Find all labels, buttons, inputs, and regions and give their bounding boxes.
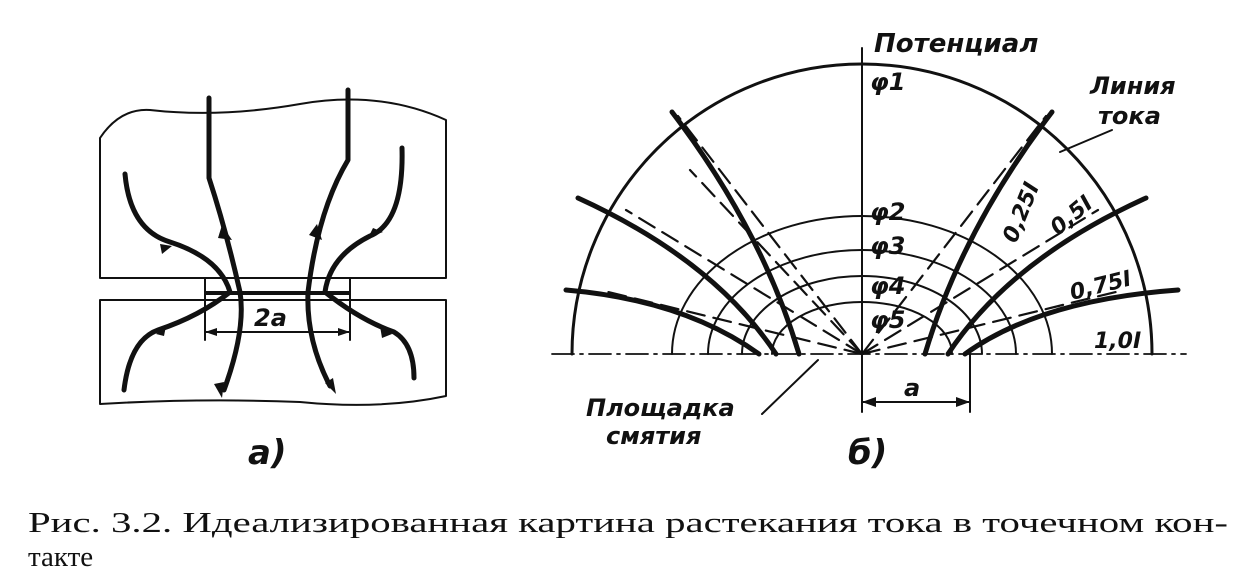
upper-protrusion bbox=[204, 277, 351, 293]
radial-dash-l2 bbox=[624, 208, 864, 356]
caption-line-2: такте bbox=[28, 541, 93, 573]
phi5-label: φ5 bbox=[870, 306, 905, 334]
phi4-label: φ4 bbox=[870, 272, 905, 300]
caption-line-1: Рис. 3.2. Идеализированная картина расте… bbox=[28, 507, 1228, 539]
current-line-025 bbox=[922, 109, 1055, 357]
current-line-050-left bbox=[575, 195, 779, 357]
radius-dim-arrow-left bbox=[862, 397, 876, 407]
arrow-a1 bbox=[218, 225, 232, 240]
current-line-050 bbox=[945, 195, 1149, 357]
arrow-a2 bbox=[309, 224, 322, 240]
upper-contact-body bbox=[99, 98, 447, 279]
arrow-a5 bbox=[160, 244, 172, 254]
figure-b-field-diagram: a Потенциал φ1 φ2 φ3 φ4 φ5 Линия тока 0,… bbox=[551, 29, 1187, 473]
lower-contact-body bbox=[99, 299, 447, 406]
radial-dash-r2 bbox=[860, 208, 1100, 356]
arrow-a8 bbox=[380, 326, 392, 338]
current-line-label-2: тока bbox=[1098, 102, 1161, 130]
phi3-label: φ3 bbox=[870, 232, 905, 260]
current-line-leader bbox=[1059, 129, 1113, 153]
equipotential-phi3 bbox=[707, 249, 1017, 355]
current-line-a2 bbox=[305, 87, 351, 389]
fraction-100-label: 1,0I bbox=[1094, 329, 1141, 354]
phi1-label: φ1 bbox=[870, 68, 905, 96]
radial-dash-r1 bbox=[860, 114, 1048, 356]
current-line-a3 bbox=[121, 171, 233, 393]
radial-dash-l1 bbox=[676, 114, 864, 356]
current-line-075 bbox=[962, 287, 1181, 357]
arrow-a6 bbox=[368, 228, 383, 238]
arrow-a4 bbox=[325, 378, 336, 394]
radius-dim-arrow-right bbox=[956, 397, 970, 407]
phi2-label: φ2 bbox=[870, 198, 905, 226]
arrow-a3 bbox=[214, 382, 224, 398]
current-line-075-left bbox=[563, 287, 762, 357]
dimension-2a-arrow-left bbox=[205, 328, 217, 336]
figure-b-panel-label: б) bbox=[848, 433, 887, 473]
current-line-label-1: Линия bbox=[1089, 72, 1176, 100]
radius-dim-label: a bbox=[904, 374, 920, 402]
equipotential-phi2 bbox=[671, 215, 1053, 355]
figure-a-contact-drawing: 2a а) bbox=[99, 87, 447, 473]
radial-dash-r3 bbox=[860, 288, 1126, 356]
fraction-050-label: 0,5I bbox=[1046, 191, 1098, 240]
contact-area-label-1: Площадка bbox=[586, 394, 735, 422]
dimension-2a-label: 2a bbox=[254, 304, 287, 332]
radial-dash-l4 bbox=[688, 168, 864, 356]
current-line-a1 bbox=[206, 95, 244, 393]
equipotential-phi4 bbox=[741, 275, 983, 355]
equipotential-phi1 bbox=[570, 62, 1154, 356]
contact-area-leader bbox=[761, 359, 819, 415]
arrow-a7 bbox=[156, 326, 166, 336]
dimension-2a-arrow-right bbox=[338, 328, 350, 336]
current-line-a4 bbox=[322, 145, 417, 381]
contact-area-label-2: смятия bbox=[606, 422, 701, 450]
potential-label: Потенциал bbox=[874, 29, 1038, 59]
figure-a-panel-label: а) bbox=[248, 433, 286, 473]
fraction-025-label: 0,25I bbox=[998, 179, 1045, 246]
radial-dash-l3 bbox=[598, 288, 864, 356]
equipotential-phi5 bbox=[771, 301, 953, 355]
